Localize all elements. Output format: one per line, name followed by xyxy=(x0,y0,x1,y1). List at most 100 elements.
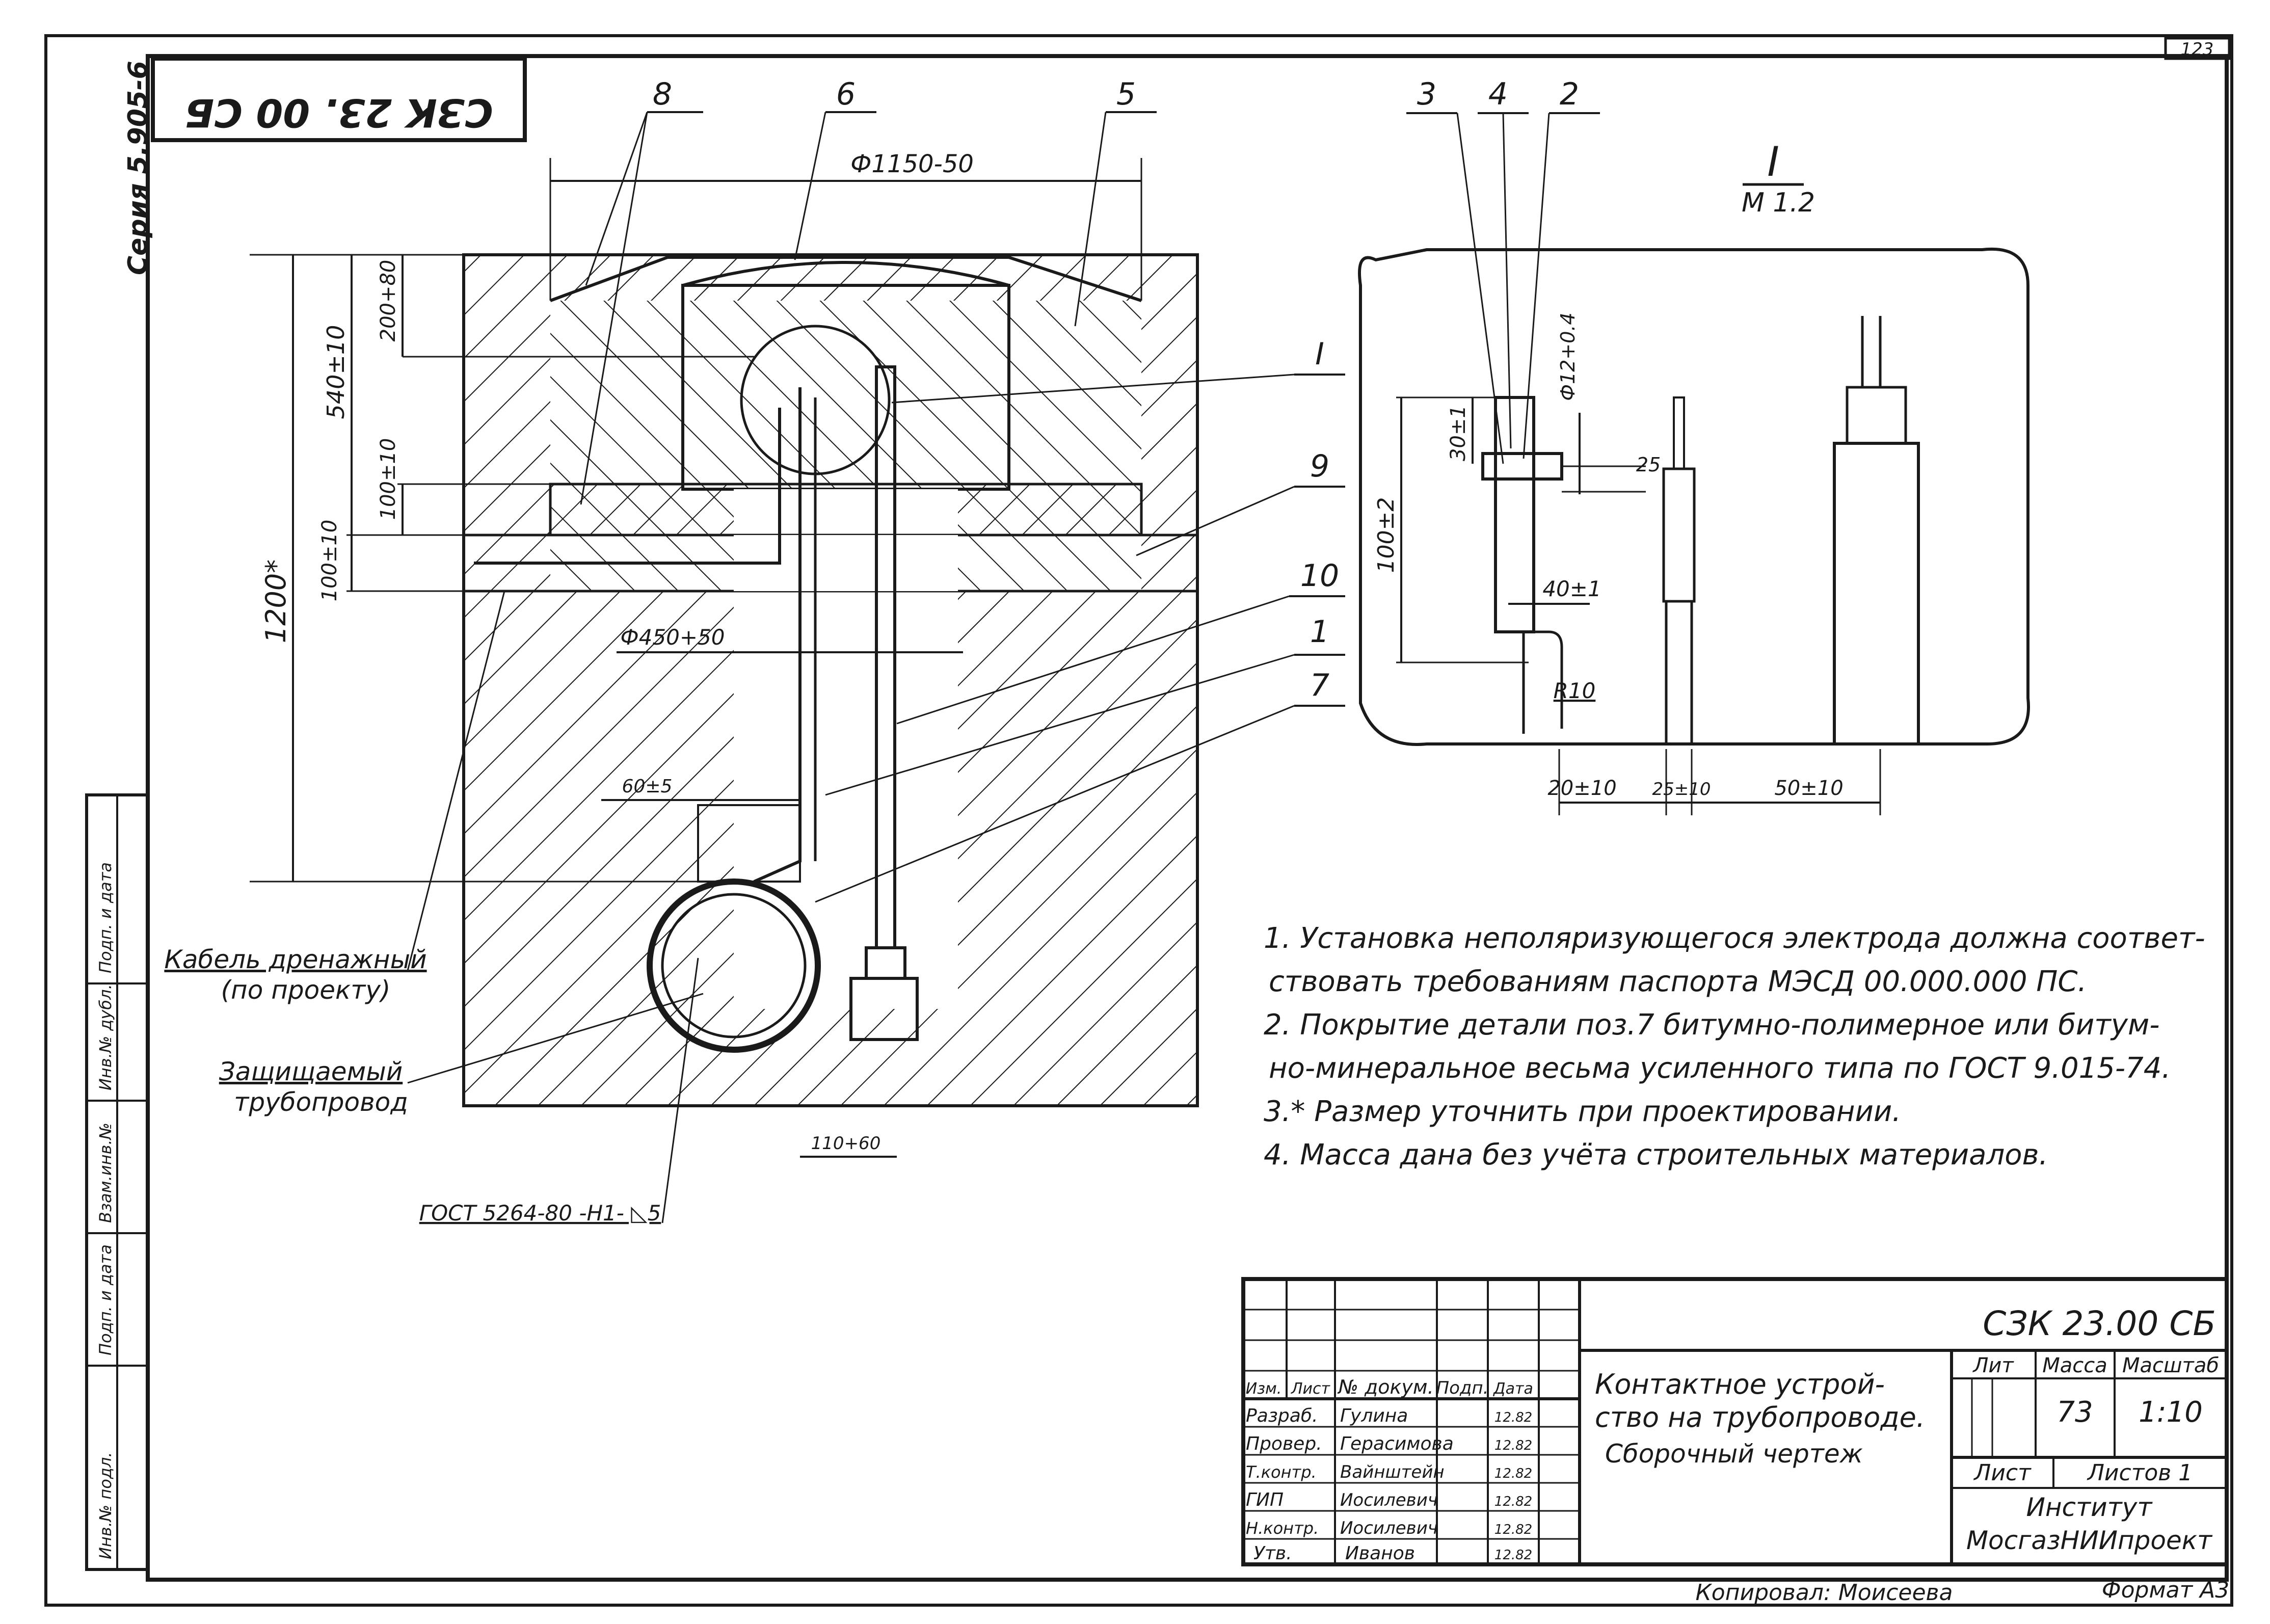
svg-text:12.82: 12.82 xyxy=(1494,1466,1532,1481)
tb-doc-code: СЗК 23.00 СБ xyxy=(1983,1304,2216,1343)
svg-text:ГОСТ 5264-80 -Н1- ◺5: ГОСТ 5264-80 -Н1- ◺5 xyxy=(419,1201,661,1226)
tb-head-izm: Изм. xyxy=(1246,1380,1282,1398)
svg-text:Иосилевич: Иосилевич xyxy=(1340,1490,1438,1510)
dim-top-diameter: Ф1150-50 xyxy=(850,150,974,178)
main-view: Ф1150-50 1200* 540±10 200+80 100±10 100±… xyxy=(164,76,1345,1226)
svg-text:10: 10 xyxy=(1300,558,1339,594)
tb-head-sign: Подп. xyxy=(1436,1378,1489,1398)
svg-text:4: 4 xyxy=(1488,76,1508,112)
detail-scale: М 1.2 xyxy=(1742,188,1815,218)
series-label: Серия 5.905-6 xyxy=(123,61,153,275)
callout-6: 6 xyxy=(794,76,876,260)
dim-1200: 1200* xyxy=(260,560,292,643)
dim-100-lower: 100±10 xyxy=(318,520,341,602)
svg-text:7: 7 xyxy=(1310,668,1329,703)
svg-text:Т.контр.: Т.контр. xyxy=(1246,1462,1317,1482)
svg-text:Взам.инв.№: Взам.инв.№ xyxy=(96,1123,115,1223)
svg-text:I: I xyxy=(1315,336,1324,372)
tb-col-scale: Масштаб xyxy=(2122,1354,2219,1377)
note-line-2: ствовать требованиям паспорта МЭСД 00.00… xyxy=(1269,965,2087,998)
callout-9: 9 xyxy=(1136,448,1345,556)
svg-text:Кабель дренажный: Кабель дренажный xyxy=(164,945,426,974)
note-line-6: 4. Масса дана без учёта строительных мат… xyxy=(1264,1138,2048,1172)
tb-head-date: Дата xyxy=(1492,1380,1533,1398)
tb-org-2: МосгазНИИпроект xyxy=(1966,1526,2213,1555)
svg-text:9: 9 xyxy=(1310,448,1329,484)
tb-title-2: ство на трубопроводе. xyxy=(1595,1401,1925,1433)
label-weld: ГОСТ 5264-80 -Н1- ◺5 xyxy=(419,957,699,1226)
note-line-5: 3.* Размер уточнить при проектировании. xyxy=(1264,1095,1901,1128)
svg-text:Н.контр.: Н.контр. xyxy=(1246,1519,1319,1538)
tb-head-doc: № докум. xyxy=(1337,1376,1433,1398)
svg-text:Защищаемый: Защищаемый xyxy=(219,1057,403,1086)
detail-dim-100: 100±2 xyxy=(1373,497,1399,573)
svg-text:(по проекту): (по проекту) xyxy=(221,975,391,1005)
svg-text:1: 1 xyxy=(1310,614,1329,650)
tb-sheets-label: Листов 1 xyxy=(2087,1460,2193,1486)
dim-110: 110+60 xyxy=(811,1133,881,1154)
tb-row: Н.контр. Иосилевич 12.82 xyxy=(1246,1518,1532,1538)
code-box xyxy=(151,57,527,142)
svg-text:Провер.: Провер. xyxy=(1246,1433,1322,1454)
detail-callout-4: 4 xyxy=(1478,76,1529,449)
svg-text:Инв.№ подл.: Инв.№ подл. xyxy=(96,1452,115,1559)
svg-text:6: 6 xyxy=(836,76,856,112)
detail-conductor-thin xyxy=(1673,396,1685,470)
detail-view: I М 1.2 3 4 2 xyxy=(1358,76,2030,815)
detail-callout-3: 3 xyxy=(1406,76,1504,464)
tb-sheet-label: Лист xyxy=(1973,1460,2032,1486)
note-line-1: 1. Установка неполяризующегося электрода… xyxy=(1264,922,2205,955)
detail-title: I xyxy=(1767,138,1779,185)
tb-scale: 1:10 xyxy=(2139,1396,2203,1429)
svg-text:12.82: 12.82 xyxy=(1494,1494,1532,1509)
detail-callout-2: 2 xyxy=(1523,76,1600,459)
svg-text:12.82: 12.82 xyxy=(1494,1410,1532,1425)
left-strip: Инв.№ подл. Подп. и дата Взам.инв.№ Инв.… xyxy=(85,793,149,1571)
svg-text:Герасимова: Герасимова xyxy=(1340,1433,1454,1454)
svg-text:12.82: 12.82 xyxy=(1494,1522,1532,1537)
rotated-code: СЗК 23. 00 СБ xyxy=(184,90,493,136)
svg-text:трубопровод: трубопровод xyxy=(234,1087,408,1117)
svg-text:Гулина: Гулина xyxy=(1340,1405,1408,1426)
callout-10: 10 xyxy=(896,558,1345,725)
outer-frame xyxy=(44,34,2233,1607)
label-drain-cable: Кабель дренажный (по проекту) xyxy=(164,591,505,1005)
svg-text:Иванов: Иванов xyxy=(1345,1543,1415,1564)
hatch-cover xyxy=(549,256,1142,302)
note-line-3: 2. Покрытие детали поз.7 битумно-полимер… xyxy=(1264,1008,2159,1042)
tb-row: Разраб. Гулина 12.82 xyxy=(1246,1405,1532,1426)
tb-org-1: Институт xyxy=(2026,1493,2153,1522)
tb-row: Т.контр. Вайнштейн 12.82 xyxy=(1246,1462,1532,1482)
detail-dim-30: 30±1 xyxy=(1447,405,1470,461)
callout-I: I xyxy=(891,336,1345,404)
svg-text:Инв.№ дубл.: Инв.№ дубл. xyxy=(96,984,115,1090)
svg-text:Вайнштейн: Вайнштейн xyxy=(1340,1462,1445,1482)
detail-dim-12: Ф12+0.4 xyxy=(1557,312,1579,401)
tb-mass: 73 xyxy=(2057,1396,2093,1429)
detail-dim-25b: 25±10 xyxy=(1652,779,1711,800)
tb-row: Утв. Иванов 12.82 xyxy=(1253,1543,1532,1564)
svg-text:12.82: 12.82 xyxy=(1494,1438,1532,1453)
tb-row: Провер. Герасимова 12.82 xyxy=(1246,1433,1532,1454)
dim-60: 60±5 xyxy=(622,776,673,797)
svg-text:Иосилевич: Иосилевич xyxy=(1340,1518,1438,1538)
svg-text:5: 5 xyxy=(1116,76,1136,112)
callout-7: 7 xyxy=(815,668,1345,903)
callout-8: 8 xyxy=(580,76,703,505)
dim-200: 200+80 xyxy=(377,260,400,342)
svg-text:Подп. и дата: Подп. и дата xyxy=(96,862,115,973)
tb-row: ГИП Иосилевич 12.82 xyxy=(1246,1489,1532,1510)
tb-col-lit: Лит xyxy=(1972,1354,2014,1377)
callout-5: 5 xyxy=(1074,76,1157,327)
sheet-format: Формат А3 xyxy=(2102,1577,2230,1603)
tb-head-list: Лист xyxy=(1291,1380,1331,1398)
detail-circle xyxy=(740,325,891,475)
electrode-bottom xyxy=(849,977,919,1041)
svg-text:Подп. и дата: Подп. и дата xyxy=(96,1244,115,1355)
title-block: Изм. Лист № докум. Подп. Дата Разраб. Гу… xyxy=(1241,1277,2229,1566)
notes: 1. Установка неполяризующегося электрода… xyxy=(1264,922,2205,1172)
svg-text:Утв.: Утв. xyxy=(1253,1543,1292,1564)
detail-dim-40: 40±1 xyxy=(1542,576,1601,601)
dim-450: Ф450+50 xyxy=(621,625,725,650)
